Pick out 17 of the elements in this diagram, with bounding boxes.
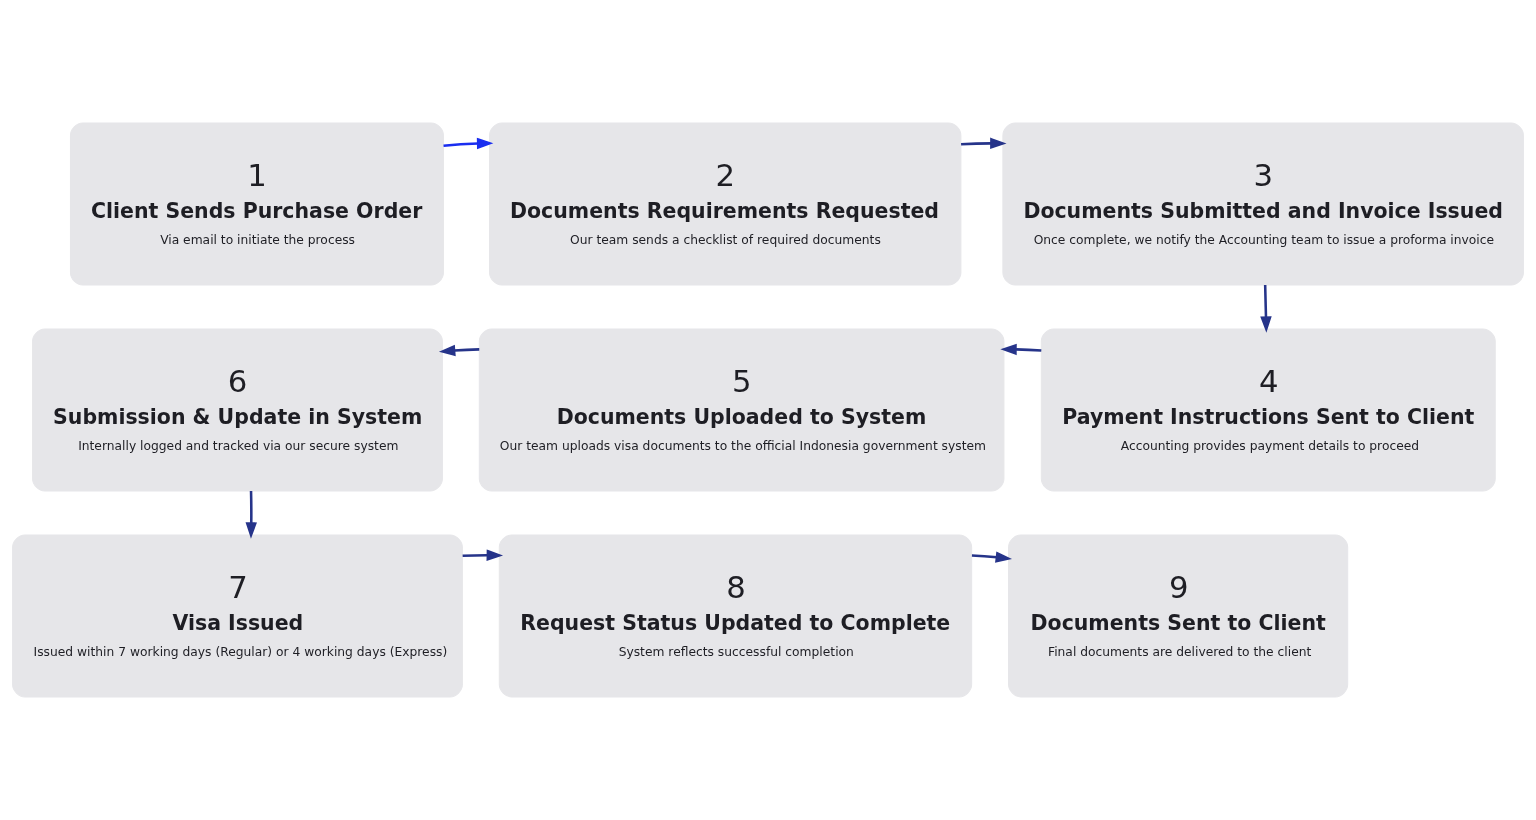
arrow xyxy=(1260,285,1272,333)
node-box: 9 Documents Sent to Client Final documents are delivered to the client xyxy=(1008,534,1349,698)
arrow xyxy=(462,549,504,561)
arrow xyxy=(1000,343,1042,356)
node-box: 6 Submission & Update in System Internally logged and tracked via our secure system xyxy=(32,328,443,492)
arrow xyxy=(438,344,480,357)
arrow xyxy=(971,551,1013,563)
node-box: 4 Payment Instructions Sent to Client Accounting provides payment details to proceed xyxy=(1040,328,1496,492)
node-box: 7 Visa Issued Issued within 7 working days (Regular) or 4 working days (Express) xyxy=(12,534,463,698)
arrow xyxy=(961,137,1007,150)
arrow xyxy=(443,137,494,150)
node-box: 5 Documents Uploaded to System Our team uploads visa documents to the official Indonesia government system xyxy=(478,328,1005,492)
node-box: 2 Documents Requirements Requested Our team sends a checklist of required documents xyxy=(489,122,962,286)
node-box: 1 Client Sends Purchase Order Via email to initiate the process xyxy=(69,122,444,286)
node-box: 8 Request Status Updated to Complete System reflects successful completion xyxy=(498,534,973,698)
arrow xyxy=(245,491,257,539)
node-box: 3 Documents Submitted and Invoice Issued Once complete, we notify the Accounting team to issue a proforma invoice xyxy=(1002,122,1524,286)
